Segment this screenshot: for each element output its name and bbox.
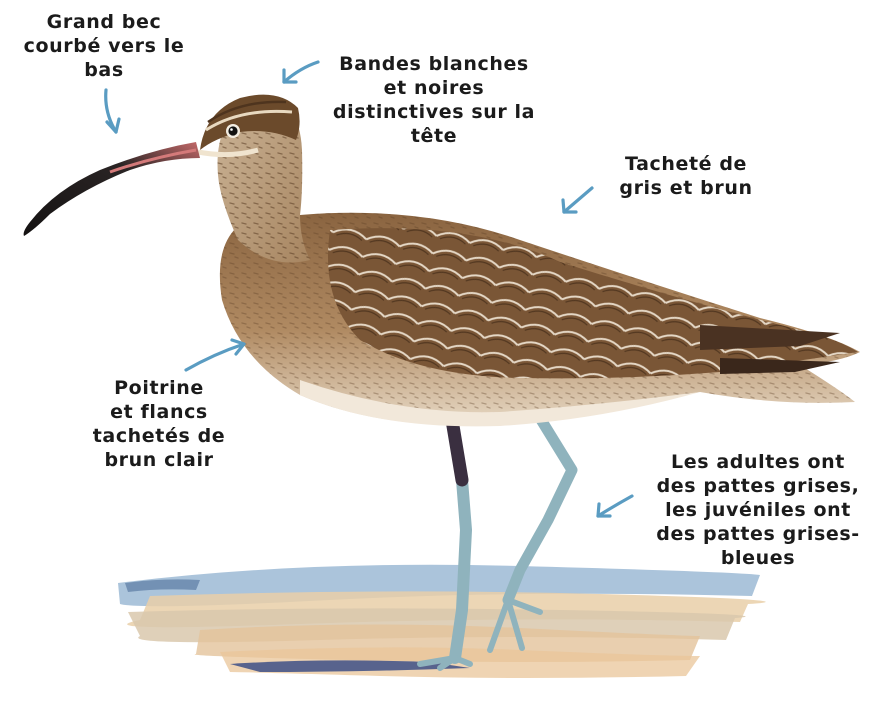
arrow-icon — [284, 62, 318, 82]
arrow-icon — [598, 496, 632, 516]
arrow-icon — [563, 188, 592, 212]
bird-head — [198, 95, 310, 263]
annotation-back: Tacheté de gris et brun — [598, 152, 774, 200]
bird-body — [220, 213, 860, 427]
annotation-head: Bandes blanches et noires distinctives s… — [316, 52, 552, 148]
annotation-beak: Grand bec courbé vers le bas — [6, 10, 202, 82]
arrow-icon — [106, 90, 119, 132]
bird-beak — [24, 142, 200, 236]
arrow-icon — [186, 340, 244, 370]
annotation-chest: Poitrine et flancs tachetés de brun clai… — [70, 376, 248, 472]
annotation-legs: Les adultes ont des pattes grises, les j… — [648, 450, 868, 570]
